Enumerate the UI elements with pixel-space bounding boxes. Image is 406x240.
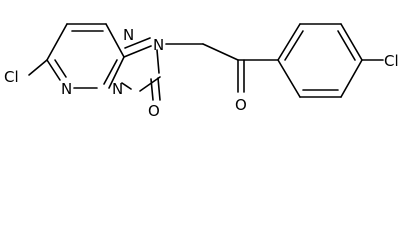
bond [28, 59, 48, 76]
bond [139, 76, 161, 92]
bond [123, 45, 152, 58]
atom-label-n-triazole-sub: N [153, 36, 164, 54]
bond [284, 30, 304, 61]
bond [46, 59, 61, 81]
bond [337, 30, 356, 61]
bond [54, 59, 67, 78]
bond [103, 59, 118, 85]
bond [156, 49, 160, 74]
bond [105, 23, 125, 58]
bond [124, 37, 151, 49]
chemical-structure-diagram: Cl N N N N O O Cl [4, 23, 399, 120]
atom-label-cl-right: Cl [384, 52, 399, 70]
bond-lines [28, 23, 384, 101]
atom-label-n-pyridazine: N [61, 80, 72, 98]
atom-labels: Cl N N N N O O Cl [4, 26, 399, 120]
bond [340, 59, 363, 98]
bond [277, 23, 301, 61]
bond [121, 82, 132, 90]
atom-label-n-bridgehead: N [112, 80, 123, 98]
bond [157, 77, 161, 101]
bond [108, 56, 125, 89]
atom-label-cl-left: Cl [4, 68, 19, 86]
bond [150, 78, 154, 101]
bond [46, 23, 68, 61]
atom-label-o-carbonyl-ring: O [148, 102, 160, 120]
atom-label-o-ketone: O [235, 96, 247, 114]
bond [202, 43, 239, 61]
atom-label-n-triazole-top: N [123, 26, 134, 44]
bond [277, 59, 301, 98]
bond [340, 23, 363, 61]
